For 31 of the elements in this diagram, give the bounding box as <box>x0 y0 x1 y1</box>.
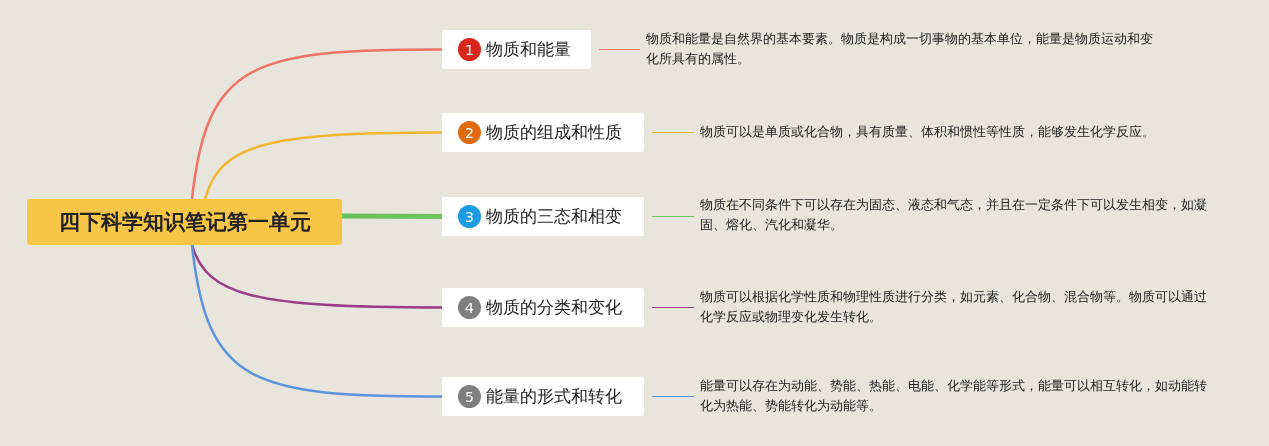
topic-label: 物质和能量 <box>486 38 571 61</box>
connector-line <box>190 48 442 200</box>
note-text: 物质可以根据化学性质和物理性质进行分类，如元素、化合物、混合物等。物质可以通过化学反应或物理变化发生转化。 <box>694 287 1214 329</box>
topic-box <box>442 113 644 152</box>
connector-line <box>651 395 695 398</box>
topic-label: 能量的形式和转化 <box>486 385 622 408</box>
connector-line <box>342 213 442 219</box>
connector-line <box>190 244 442 309</box>
topic-label: 物质的三态和相变 <box>486 205 622 228</box>
connector-line <box>651 215 695 218</box>
number-badge: 1 <box>458 38 481 61</box>
topic-box <box>442 288 644 327</box>
topic-label: 物质的分类和变化 <box>486 296 622 319</box>
connector-line <box>651 131 695 134</box>
connector-line <box>203 131 442 200</box>
connector-line <box>190 244 442 398</box>
connector-line <box>598 48 641 51</box>
note-text: 物质在不同条件下可以存在为固态、液态和气态，并且在一定条件下可以发生相变，如凝固、熔化、汽化和凝华。 <box>694 195 1214 237</box>
topic-box <box>442 30 591 69</box>
number-badge: 2 <box>458 121 481 144</box>
number-badge: 3 <box>458 205 481 228</box>
number-badge: 5 <box>458 385 481 408</box>
note-text: 物质和能量是自然界的基本要素。物质是构成一切事物的基本单位，能量是物质运动和变化所具有的属性。 <box>640 29 1160 71</box>
topic-label: 物质的组成和性质 <box>486 121 622 144</box>
root-topic: 四下科学知识笔记第一单元 <box>27 199 342 245</box>
note-text: 能量可以存在为动能、势能、热能、电能、化学能等形式，能量可以相互转化，如动能转化为热能、势能转化为动能等。 <box>694 376 1214 418</box>
topic-box <box>442 197 644 236</box>
connector-line <box>651 306 695 309</box>
number-badge: 4 <box>458 296 481 319</box>
topic-box <box>442 377 644 416</box>
note-text: 物质可以是单质或化合物，具有质量、体积和惯性等性质，能够发生化学反应。 <box>694 122 1234 144</box>
